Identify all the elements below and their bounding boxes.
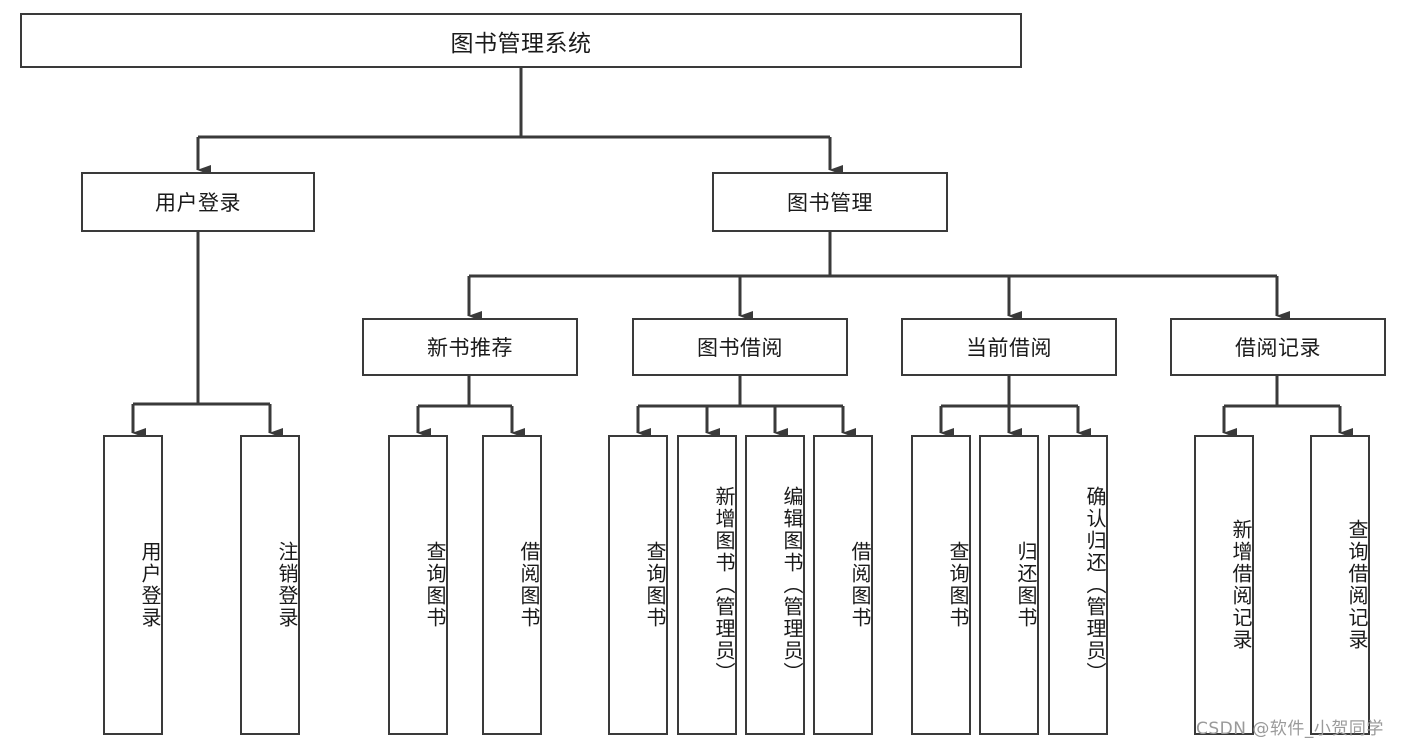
leaf-new-book-query[interactable]: 查询图书	[388, 435, 448, 735]
node-label: 注销登录	[275, 541, 299, 629]
node-label: 用户登录	[155, 191, 241, 215]
leaf-current-borrow-confirm-return[interactable]: 确认归还（管理员）	[1048, 435, 1108, 735]
node-label: 查询借阅记录	[1345, 519, 1369, 651]
node-user-login[interactable]: 用户登录	[81, 172, 315, 232]
leaf-book-borrow-borrow[interactable]: 借阅图书	[813, 435, 873, 735]
node-label: 新增借阅记录	[1229, 519, 1253, 651]
node-borrow-record[interactable]: 借阅记录	[1170, 318, 1386, 376]
node-label: 图书管理系统	[450, 30, 592, 57]
node-label: 查询图书	[946, 541, 970, 629]
node-book-management[interactable]: 图书管理	[712, 172, 948, 232]
node-label: 借阅记录	[1235, 336, 1321, 360]
leaf-book-borrow-query[interactable]: 查询图书	[608, 435, 668, 735]
node-label: 编辑图书（管理员）	[780, 486, 804, 684]
leaf-new-book-borrow[interactable]: 借阅图书	[482, 435, 542, 735]
node-label: 当前借阅	[966, 336, 1052, 360]
leaf-user-login-logout[interactable]: 注销登录	[240, 435, 300, 735]
leaf-book-borrow-add[interactable]: 新增图书（管理员）	[677, 435, 737, 735]
node-label: 归还图书	[1014, 541, 1038, 629]
node-label: 新书推荐	[427, 336, 513, 360]
leaf-borrow-record-add[interactable]: 新增借阅记录	[1194, 435, 1254, 735]
node-label: 查询图书	[643, 541, 667, 629]
leaf-user-login-login[interactable]: 用户登录	[103, 435, 163, 735]
csdn-watermark: CSDN @软件_小贺同学	[1196, 719, 1384, 739]
leaf-book-borrow-edit[interactable]: 编辑图书（管理员）	[745, 435, 805, 735]
node-current-borrow[interactable]: 当前借阅	[901, 318, 1117, 376]
node-new-book-recommend[interactable]: 新书推荐	[362, 318, 578, 376]
node-label: 新增图书（管理员）	[712, 486, 736, 684]
leaf-borrow-record-query[interactable]: 查询借阅记录	[1310, 435, 1370, 735]
node-label: 图书借阅	[697, 336, 783, 360]
node-label: 借阅图书	[517, 541, 541, 629]
node-label: 查询图书	[423, 541, 447, 629]
leaf-current-borrow-query[interactable]: 查询图书	[911, 435, 971, 735]
node-label: 确认归还（管理员）	[1083, 486, 1107, 684]
node-label: 图书管理	[787, 191, 873, 215]
node-label: 用户登录	[138, 541, 162, 629]
node-label: 借阅图书	[848, 541, 872, 629]
node-book-borrow[interactable]: 图书借阅	[632, 318, 848, 376]
leaf-current-borrow-return[interactable]: 归还图书	[979, 435, 1039, 735]
node-book-management-system[interactable]: 图书管理系统	[20, 13, 1022, 68]
